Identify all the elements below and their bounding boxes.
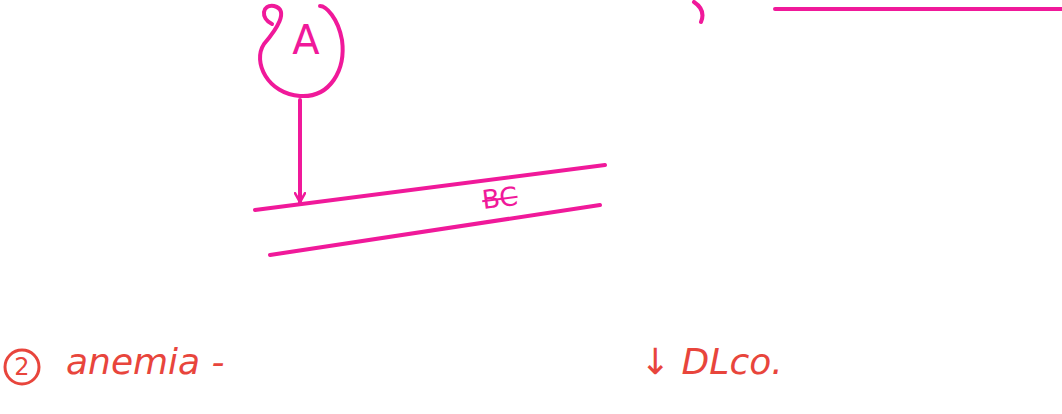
node-outline bbox=[250, 155, 610, 260]
callout-number: 2 bbox=[14, 354, 29, 380]
note-text: ↓ DLco. bbox=[640, 342, 783, 382]
ink-stroke bbox=[694, 2, 702, 22]
node-text: BC bbox=[481, 182, 520, 215]
alveolus-loop: A bbox=[250, 0, 350, 100]
ink-stroke bbox=[775, 7, 1062, 11]
note-text: anemia - bbox=[66, 342, 225, 382]
outline-stroke bbox=[255, 165, 605, 255]
arrow-connector bbox=[298, 100, 302, 202]
capillary-band: BC bbox=[250, 155, 610, 260]
callout-circle bbox=[5, 350, 39, 384]
outline-stroke bbox=[260, 6, 343, 96]
node-text: A bbox=[292, 18, 319, 62]
